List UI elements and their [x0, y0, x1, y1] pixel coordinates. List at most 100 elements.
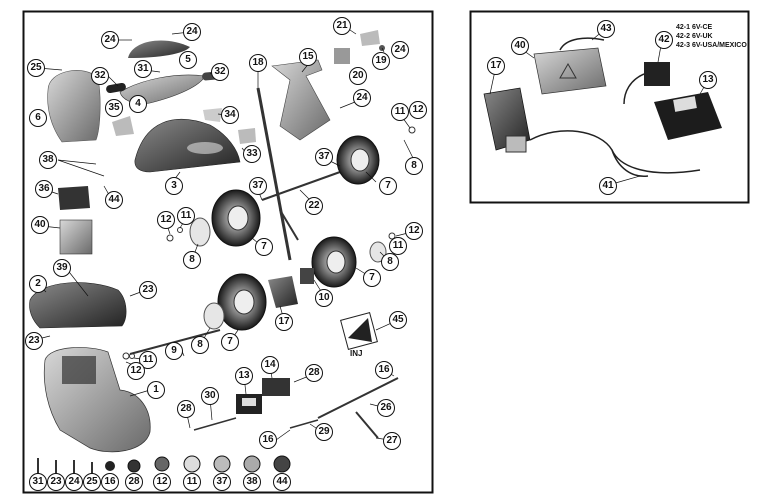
- callout-15: 15: [299, 48, 317, 66]
- callout-36: 36: [35, 180, 53, 198]
- callout-30: 30: [201, 387, 219, 405]
- nut-11-icon: [183, 455, 201, 473]
- washer-11-b: [129, 353, 135, 359]
- hw-callout-38: 38: [243, 473, 261, 491]
- callout-17-b: 17: [487, 57, 505, 75]
- callout-8-a: 8: [405, 157, 423, 175]
- part-21-bracket: [360, 30, 380, 46]
- wheel-7-rear-left-hub: [233, 289, 255, 315]
- fuse-43-wire: [559, 37, 605, 51]
- part-22-axle: [261, 171, 341, 201]
- hw-callout-24: 24: [65, 473, 83, 491]
- callout-11-b: 11: [177, 207, 195, 225]
- callout-24-c: 24: [391, 41, 409, 59]
- hw-callout-28: 28: [125, 473, 143, 491]
- callout-7-d: 7: [221, 333, 239, 351]
- callout-23-b: 23: [25, 332, 43, 350]
- callout-17-a: 17: [275, 313, 293, 331]
- part-17-gearbox: [268, 276, 298, 308]
- callout-1: 1: [147, 381, 165, 399]
- hw-callout-11: 11: [183, 473, 201, 491]
- washer-12-a: [166, 234, 174, 242]
- callout-16-a: 16: [375, 361, 393, 379]
- callout-24-b: 24: [183, 23, 201, 41]
- legend-item-42-2: 42-2 6V-UK: [676, 33, 713, 40]
- callout-28-b: 28: [177, 400, 195, 418]
- callout-24-a: 24: [101, 31, 119, 49]
- legend-item-42-3: 42-3 6V-USA/MEXICO: [676, 42, 747, 49]
- part-20: [334, 48, 350, 64]
- callout-23-a: 23: [139, 281, 157, 299]
- part-5-hood: [128, 40, 190, 58]
- callout-8-c: 8: [381, 253, 399, 271]
- hubcap-8-a: [189, 217, 211, 247]
- part-15-column: [271, 59, 331, 141]
- wheel-7-rear-right-hub: [326, 250, 346, 274]
- callout-19: 19: [372, 52, 390, 70]
- callout-42: 42: [655, 31, 673, 49]
- wheel-7-front-right-hub: [350, 148, 370, 172]
- callout-40-a: 40: [31, 216, 49, 234]
- callout-7-a: 7: [379, 177, 397, 195]
- charger-42: [644, 62, 670, 86]
- switch-box-13: [654, 92, 722, 140]
- callout-32-a: 32: [91, 67, 109, 85]
- part-13-switch-rocker: [242, 398, 256, 406]
- callout-37-a: 37: [315, 148, 333, 166]
- switch-box-13-rocker: [673, 96, 697, 112]
- callout-4: 4: [129, 95, 147, 113]
- part-29-rod: [289, 419, 319, 429]
- charger-legend: 42-1 6V-CE 42-2 6V-UK 42-3 6V-USA/MEXICO: [676, 23, 754, 50]
- callout-18: 18: [249, 54, 267, 72]
- callout-10: 10: [315, 289, 333, 307]
- washer-12-icon: [154, 456, 170, 472]
- cap-37-icon: [213, 455, 231, 473]
- hw-callout-16: 16: [101, 473, 119, 491]
- wheel-7-front-left-hub: [227, 205, 249, 231]
- cap-28-icon: [127, 459, 141, 473]
- callout-43: 43: [597, 20, 615, 38]
- nut-38-icon: [243, 455, 261, 473]
- cap-44-icon: [273, 455, 291, 473]
- charger-42-cord: [623, 73, 645, 105]
- callout-40-b: 40: [511, 37, 529, 55]
- battery-40: [533, 47, 607, 95]
- part-33: [238, 128, 256, 144]
- part-14-switch: [262, 378, 290, 396]
- part-1-battery-bay: [62, 356, 96, 384]
- callout-12-a: 12: [409, 101, 427, 119]
- callout-8-b: 8: [183, 251, 201, 269]
- callout-11-a: 11: [391, 103, 409, 121]
- part-32-grip-left: [106, 82, 126, 94]
- callout-5: 5: [179, 51, 197, 69]
- part-3-fairing: [134, 118, 241, 173]
- hardware-row: [37, 455, 291, 474]
- legend-item-42-1: 42-1 6V-CE: [676, 24, 713, 31]
- callout-37-b: 37: [249, 177, 267, 195]
- callout-8-d: 8: [191, 336, 209, 354]
- callout-31: 31: [134, 60, 152, 78]
- washer-12-d: [408, 126, 416, 134]
- hubcap-8-b: [203, 302, 225, 330]
- part-3-highlight: [187, 142, 223, 154]
- callout-32-b: 32: [211, 63, 229, 81]
- callout-16-b: 16: [259, 431, 277, 449]
- callout-21: 21: [333, 17, 351, 35]
- callout-6: 6: [29, 109, 47, 127]
- part-22-link: [279, 209, 299, 241]
- part-6-seat: [47, 70, 101, 143]
- part-40-battery: [59, 219, 93, 255]
- hw-callout-44: 44: [273, 473, 291, 491]
- callout-7-b: 7: [255, 238, 273, 256]
- cap-16-icon: [105, 461, 115, 471]
- callout-13-a: 13: [235, 367, 253, 385]
- part-26-pedal-rod: [317, 377, 399, 419]
- battery-40-logo: [559, 62, 577, 79]
- callout-9: 9: [165, 342, 183, 360]
- part-18-shaft: [256, 87, 292, 261]
- callout-45: 45: [389, 311, 407, 329]
- callout-12-b: 12: [157, 211, 175, 229]
- callout-11-c: 11: [389, 237, 407, 255]
- hw-callout-31: 31: [29, 473, 47, 491]
- callout-29: 29: [315, 423, 333, 441]
